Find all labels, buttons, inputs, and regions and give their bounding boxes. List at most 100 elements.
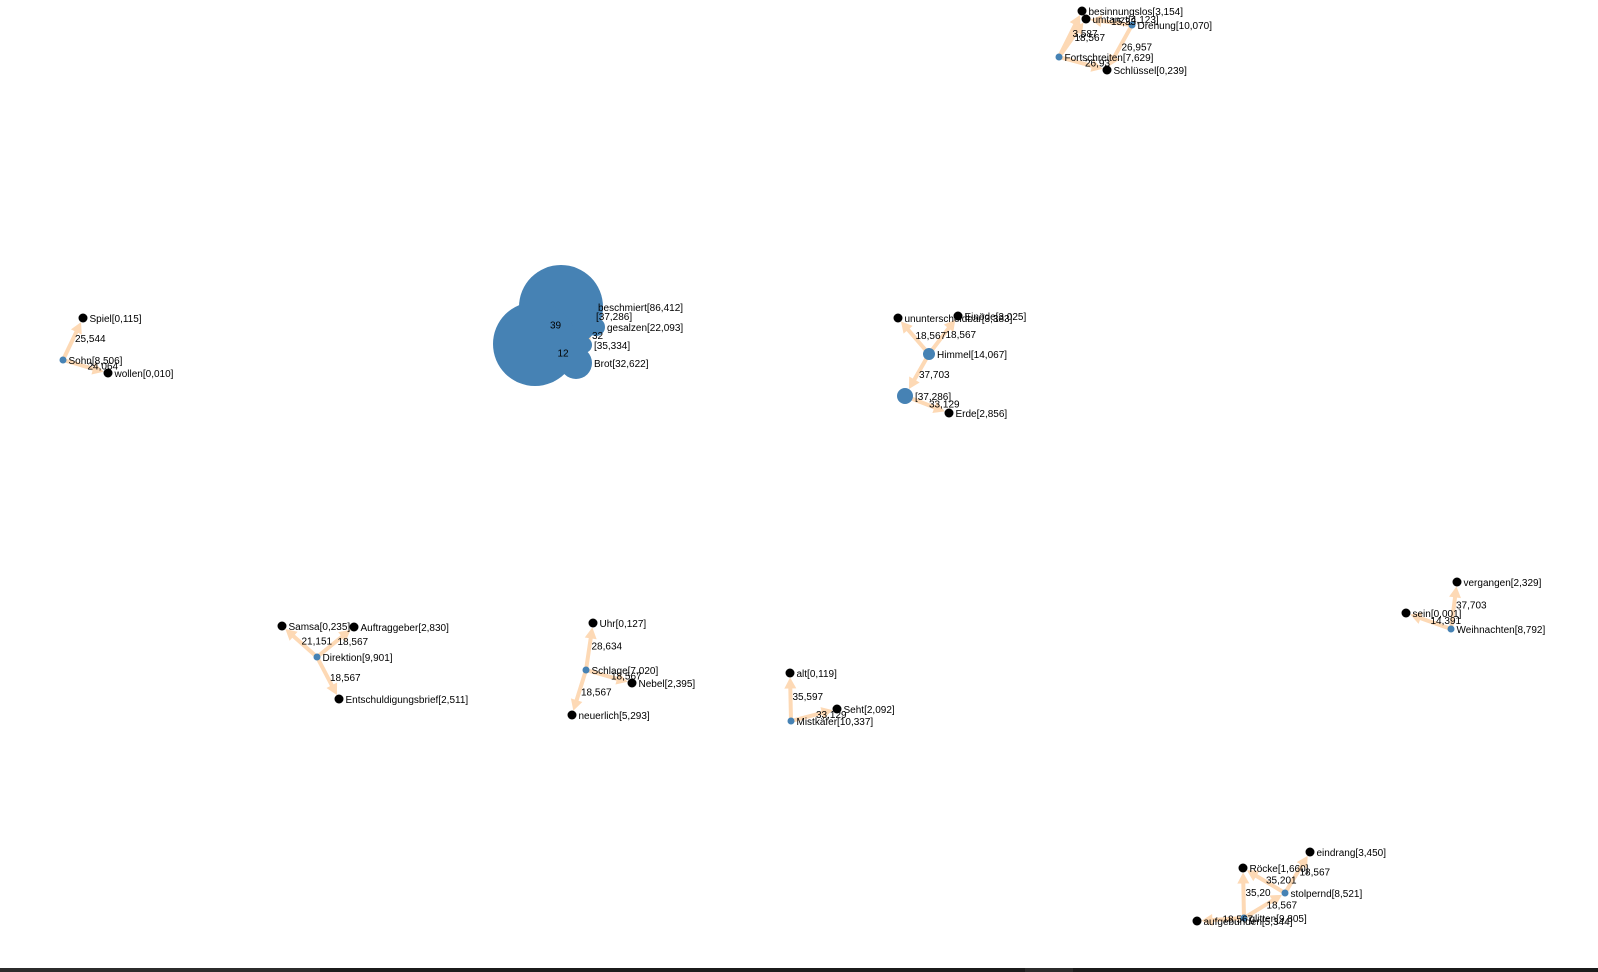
node-nebel[interactable] xyxy=(627,678,637,688)
node-label-eindrang: eindrang[3,450] xyxy=(1317,848,1387,859)
node-neuerlich[interactable] xyxy=(567,710,577,720)
edge-weight-label: 25,544 xyxy=(75,334,106,345)
node-weihnachten[interactable] xyxy=(1447,625,1455,633)
node-besinnungslos[interactable] xyxy=(1077,6,1087,16)
scrollbar-segment xyxy=(0,968,320,972)
node-label-c17: [37,286] xyxy=(915,392,951,403)
node-brot[interactable] xyxy=(560,347,592,379)
edge-schlage-neuerlich xyxy=(573,668,588,707)
edge-weight-label: 37,703 xyxy=(1456,601,1487,612)
node-direktion[interactable] xyxy=(313,653,321,661)
node-eindrang[interactable] xyxy=(1305,847,1315,857)
node-c1[interactable] xyxy=(493,302,577,386)
edge-arrowhead xyxy=(943,319,956,332)
node-seht[interactable] xyxy=(832,704,842,714)
node-himmel[interactable] xyxy=(923,348,935,360)
edge-weight-label: 18,567 xyxy=(338,637,369,648)
node-label-c3: [35,334] xyxy=(594,341,630,352)
edge-sohn-spiel xyxy=(61,325,81,362)
node-umtanzt[interactable] xyxy=(1081,14,1091,24)
node-erde[interactable] xyxy=(944,408,954,418)
edge-mistkaefer-alt xyxy=(788,681,793,723)
node-uhr[interactable] xyxy=(588,618,598,628)
node-label-schlage: Schlage[7,020] xyxy=(592,666,659,677)
edge-weight-label: 35,201 xyxy=(1266,876,1297,887)
edge-arrowhead xyxy=(1246,870,1260,882)
edge-arrowhead xyxy=(1201,914,1213,927)
node-label-nebel: Nebel[2,395] xyxy=(639,679,696,690)
node-label-roecke: Röcke[1,660] xyxy=(1250,864,1309,875)
node-schluessel[interactable] xyxy=(1102,65,1112,75)
edge-stolpernd-roecke xyxy=(1250,871,1287,895)
node-sein[interactable] xyxy=(1401,608,1411,618)
node-spiel[interactable] xyxy=(78,313,88,323)
edge-arrowhead xyxy=(70,322,82,335)
scrollbar-segment xyxy=(1025,968,1073,972)
node-label-glitten: glitten[9,805] xyxy=(1250,914,1307,925)
node-gesalzen[interactable] xyxy=(587,318,605,336)
node-roecke[interactable] xyxy=(1238,863,1248,873)
edge-himmel-einoede xyxy=(927,322,954,356)
node-label-wollen: wollen[0,010] xyxy=(114,369,174,380)
node-label-uhr: Uhr[0,127] xyxy=(600,619,647,630)
bottom-scrollbar[interactable] xyxy=(0,968,1598,972)
node-label-neuerlich: neuerlich[5,293] xyxy=(579,711,650,722)
node-c17[interactable] xyxy=(897,388,913,404)
edge-arrowhead xyxy=(91,362,104,375)
edge-weihnachten-sein xyxy=(1413,614,1453,631)
edge-glitten-aufgebunden xyxy=(1205,916,1246,923)
node-samsa[interactable] xyxy=(277,621,287,631)
edge-glitten-roecke xyxy=(1241,876,1246,920)
edges-layer xyxy=(61,15,1461,927)
node-glitten[interactable] xyxy=(1240,914,1248,922)
edge-arrowhead xyxy=(1296,855,1308,869)
edge-weight-label: 28,634 xyxy=(592,642,623,653)
node-label-ununterscheidbar: ununterscheidbar[3,383] xyxy=(905,314,1013,325)
edge-arrowhead xyxy=(1410,612,1423,624)
edge-arrowhead xyxy=(584,627,597,640)
node-drehung[interactable] xyxy=(1128,21,1136,29)
edge-himmel-ununterscheidbar xyxy=(902,323,931,356)
node-fortschreiten[interactable] xyxy=(1055,53,1063,61)
edge-weight-label: 15,33 xyxy=(1111,17,1136,28)
edge-weight-label: 18,567 xyxy=(1075,33,1106,44)
edge-arrowhead xyxy=(820,707,833,719)
node-wollen[interactable] xyxy=(103,368,113,378)
node-alt[interactable] xyxy=(785,668,795,678)
node-label-sohn: Sohn[8,506] xyxy=(69,356,123,367)
node-label-schluessel: Schlüssel[0,239] xyxy=(1114,66,1188,77)
node-stolpernd[interactable] xyxy=(1281,889,1289,897)
edge-weight-label: 33,129 xyxy=(816,710,847,721)
edge-arrowhead xyxy=(1072,22,1084,36)
node-entschuldigungsbrief[interactable] xyxy=(334,694,344,704)
node-einoede[interactable] xyxy=(953,311,963,321)
edge-weihnachten-vergangen xyxy=(1449,590,1458,631)
edge-weight-label: 26,93 xyxy=(1085,59,1110,70)
node-label-sein: sein[0,001] xyxy=(1413,609,1462,620)
edge-weight-label: 18,567 xyxy=(946,330,977,341)
nodes-layer xyxy=(59,6,1462,926)
node-ununterscheidbar[interactable] xyxy=(893,313,903,323)
edge-weight-label: 14,391 xyxy=(1431,616,1462,627)
node-auftraggeber[interactable] xyxy=(349,622,359,632)
edge-direktion-entschuldigungsbrief xyxy=(315,655,337,692)
node-label-samsa: Samsa[0,235] xyxy=(289,622,351,633)
node-sohn[interactable] xyxy=(59,356,67,364)
edge-weight-label: 18,567 xyxy=(611,672,642,683)
node-aufgebunden[interactable] xyxy=(1192,916,1202,926)
node-vergangen[interactable] xyxy=(1452,577,1462,587)
edge-weight-label: 33,129 xyxy=(929,400,960,411)
node-label-fortschreiten: Fortschreiten[7,629] xyxy=(1065,53,1154,64)
node-mistkaefer[interactable] xyxy=(787,717,795,725)
edge-weight-label: 18,567 xyxy=(1223,915,1254,926)
labels-layer: 39321225,54424,0643,58718,56715,3326,957… xyxy=(69,7,1546,928)
node-schlage[interactable] xyxy=(582,666,590,674)
edge-arrowhead xyxy=(784,677,797,689)
edge-weight-label: 18,567 xyxy=(581,688,612,699)
edge-direktion-samsa xyxy=(287,630,319,659)
node-label-vergangen: vergangen[2,329] xyxy=(1464,578,1542,589)
edge-schlage-nebel xyxy=(584,668,624,683)
node-label-seht: Seht[2,092] xyxy=(844,705,895,716)
edge-arrowhead xyxy=(285,628,298,641)
